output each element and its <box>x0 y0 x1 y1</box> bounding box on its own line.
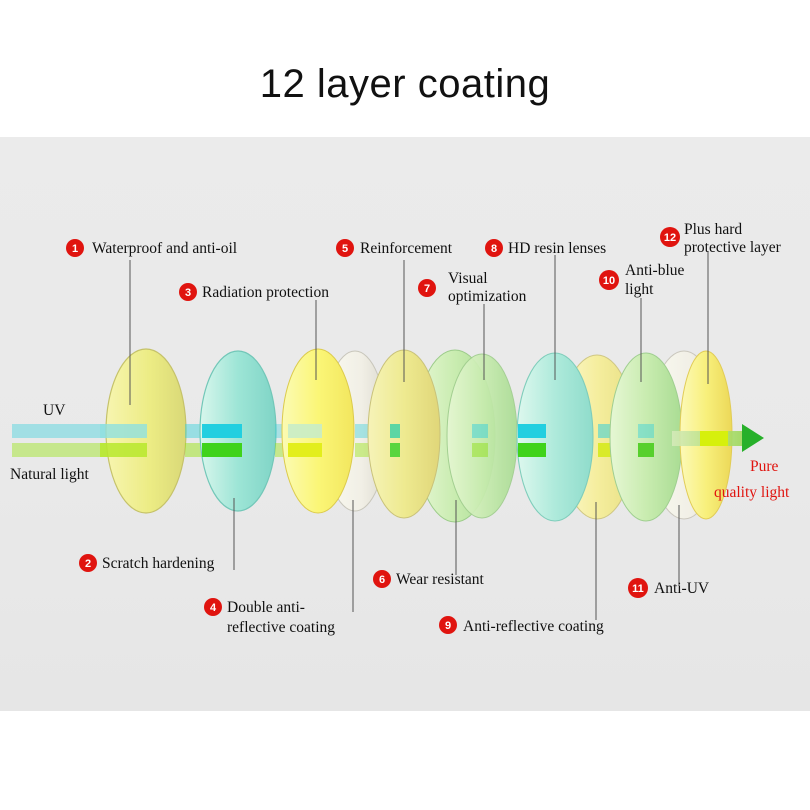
badge-3: 3 <box>179 283 197 301</box>
output-arrow <box>742 424 764 452</box>
svg-text:4: 4 <box>210 602 217 614</box>
label-7-line-2: optimization <box>448 288 527 305</box>
label-5: Reinforcement <box>360 240 453 257</box>
badge-7: 7 <box>418 279 436 297</box>
badge-12: 12 <box>660 227 680 247</box>
svg-text:6: 6 <box>379 574 385 586</box>
badge-2: 2 <box>79 554 97 572</box>
label-4-line-2: reflective coating <box>227 619 335 636</box>
label-6: Wear resistant <box>396 571 485 588</box>
label-7-line-1: Visual <box>448 270 488 287</box>
badge-10: 10 <box>599 270 619 290</box>
label-8: HD resin lenses <box>508 240 606 257</box>
page-title: 12 layer coating <box>259 62 551 106</box>
badge-1: 1 <box>66 239 84 257</box>
label-10-line-2: light <box>625 281 654 298</box>
svg-text:10: 10 <box>603 275 615 287</box>
label-12-line-2: protective layer <box>684 239 782 256</box>
svg-text:3: 3 <box>185 287 191 299</box>
output-label-line-1: Pure <box>750 458 779 475</box>
badge-4: 4 <box>204 598 222 616</box>
badge-8: 8 <box>485 239 503 257</box>
output-label-line-2: quality light <box>714 484 790 501</box>
badge-5: 5 <box>336 239 354 257</box>
badge-6: 6 <box>373 570 391 588</box>
label-1: Waterproof and anti-oil <box>92 240 237 257</box>
label-10-line-1: Anti-blue <box>625 262 685 279</box>
label-12-line-1: Plus hard <box>684 221 742 238</box>
badge-11: 11 <box>628 578 648 598</box>
badge-9: 9 <box>439 616 457 634</box>
svg-text:1: 1 <box>72 243 78 255</box>
label-4-line-1: Double anti- <box>227 599 305 616</box>
label-9: Anti-reflective coating <box>463 618 604 635</box>
label-2: Scratch hardening <box>102 555 215 572</box>
svg-text:12: 12 <box>664 232 676 244</box>
svg-text:7: 7 <box>424 283 430 295</box>
natural-light-label: Natural light <box>10 466 89 483</box>
svg-text:5: 5 <box>342 243 348 255</box>
svg-text:8: 8 <box>491 243 497 255</box>
svg-text:9: 9 <box>445 620 451 632</box>
label-11: Anti-UV <box>654 580 710 597</box>
uv-label: UV <box>43 402 66 419</box>
svg-text:11: 11 <box>632 583 644 595</box>
label-3: Radiation protection <box>202 284 329 301</box>
svg-text:2: 2 <box>85 558 91 570</box>
